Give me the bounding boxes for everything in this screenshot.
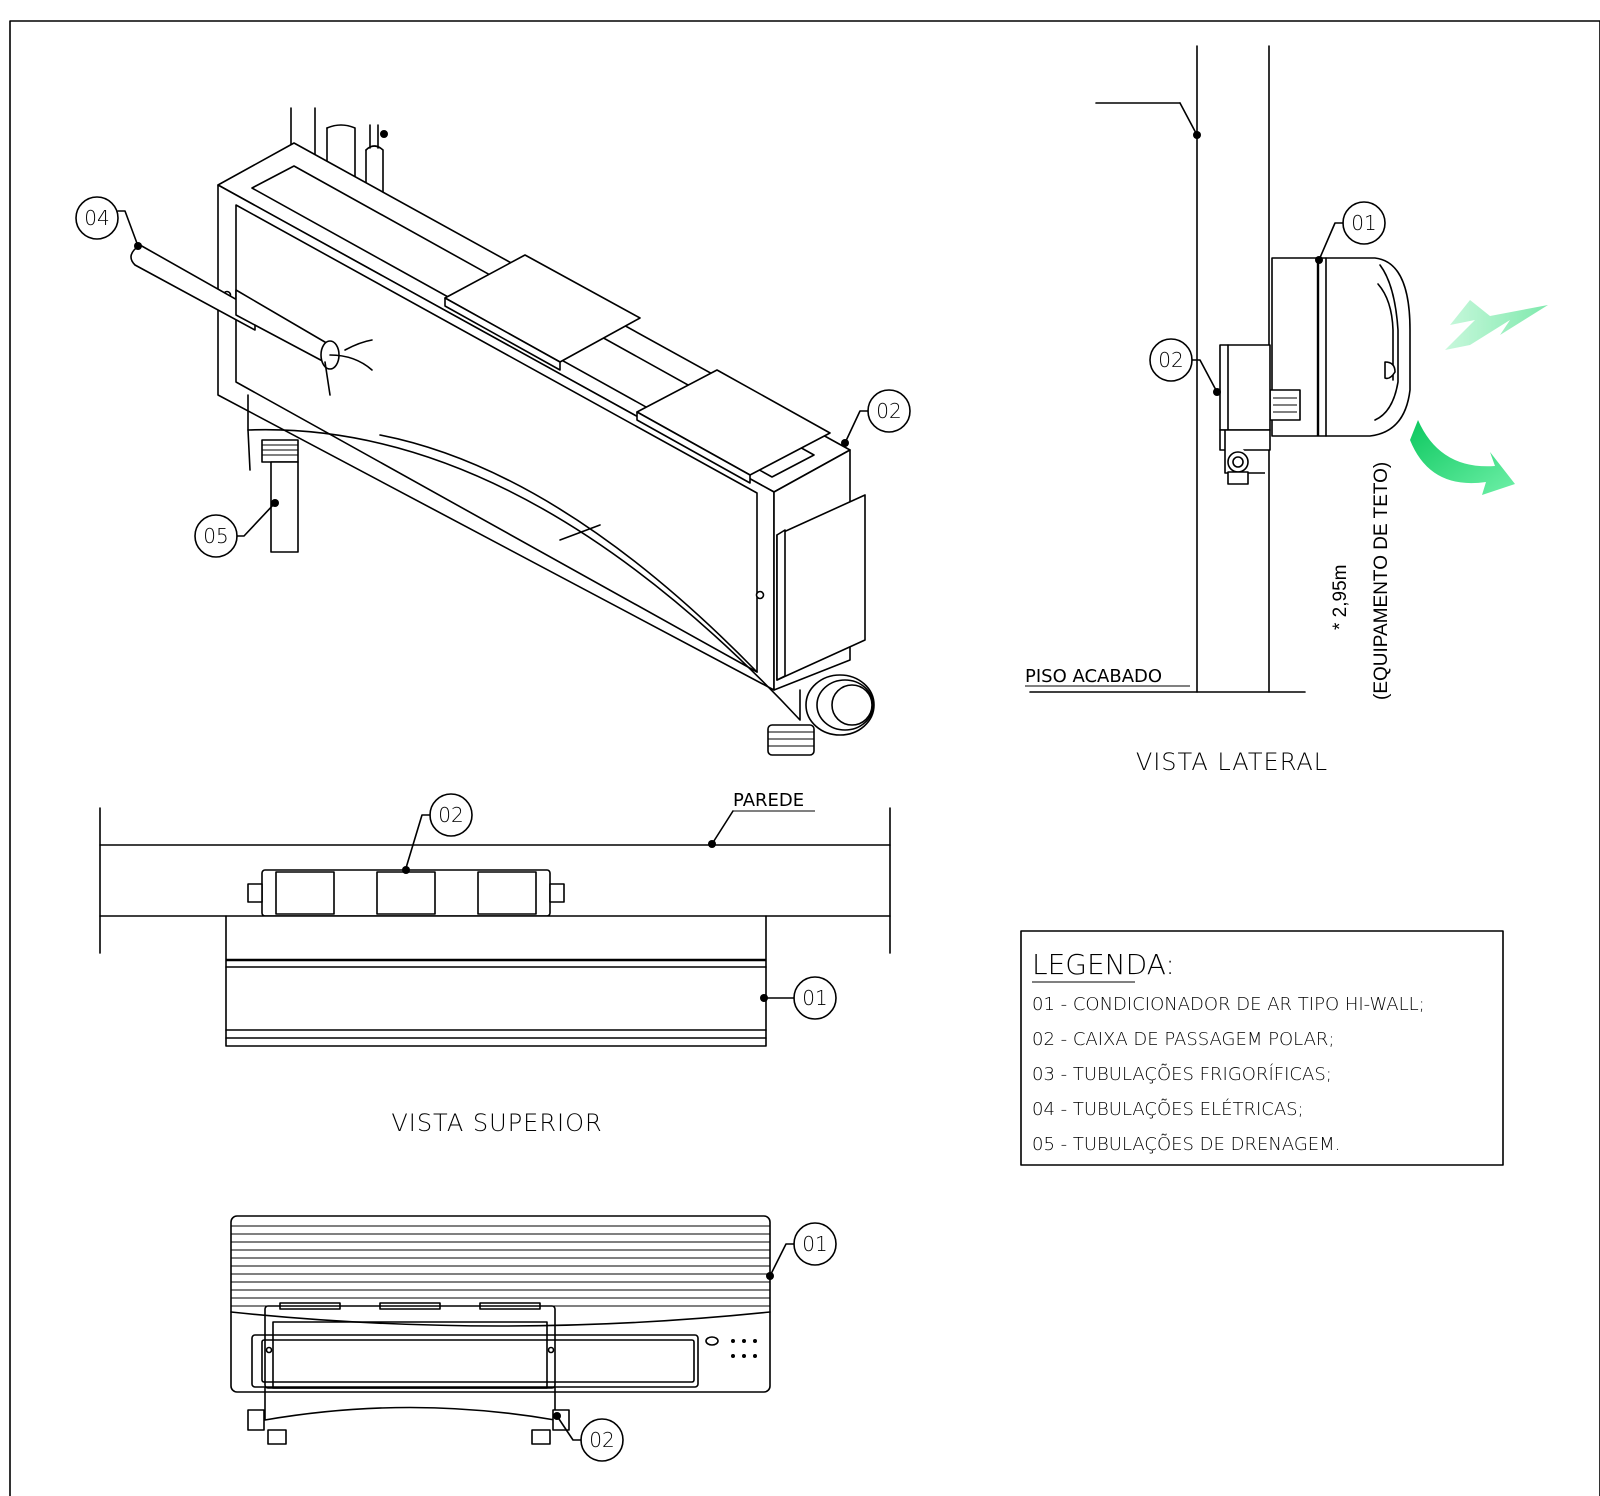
side-view-title: VISTA LATERAL — [1136, 748, 1328, 776]
floor-label: PISO ACABADO — [1025, 666, 1162, 687]
tag-05-isometric: 05 — [194, 499, 279, 558]
tag-02-side: 02 — [1149, 338, 1221, 396]
tag-02-label-front: 02 — [589, 1428, 614, 1452]
tag-04-isometric: 04 — [75, 196, 142, 250]
sheet-border — [9, 20, 1600, 1496]
height-note: (EQUIPAMENTO DE TETO) — [1371, 462, 1392, 700]
front-view: 01 02 — [230, 1215, 837, 1462]
top-view-title: VISTA SUPERIOR — [391, 1109, 602, 1137]
tag-01-label-top: 01 — [802, 986, 827, 1010]
legend-title: LEGENDA: — [1032, 948, 1175, 981]
height-label: * 2,95m — [1330, 565, 1351, 630]
front-grille-lines — [231, 1225, 770, 1307]
airflow-out-arrow — [1410, 420, 1515, 495]
tag-01-top: 01 — [760, 976, 837, 1020]
airflow-in-arrow — [1445, 300, 1548, 350]
legend-item-05: 05 - TUBULAÇÕES DE DRENAGEM. — [1032, 1133, 1340, 1155]
top-view: PAREDE 02 01 VISTA SUPERIOR — [99, 790, 891, 1137]
tag-02-front: 02 — [553, 1412, 624, 1462]
tag-02-top: 02 — [405, 793, 473, 869]
legend-item-04: 04 - TUBULAÇÕES ELÉTRICAS; — [1032, 1098, 1304, 1120]
junction-box-iso — [130, 142, 875, 756]
wall-label: PAREDE — [733, 790, 804, 811]
tag-02-label-top: 02 — [438, 803, 463, 827]
tag-01-label-side: 01 — [1351, 211, 1376, 235]
legend: LEGENDA: 01 - CONDICIONADOR DE AR TIPO H… — [1020, 930, 1504, 1166]
tag-01-label-front: 01 — [802, 1232, 827, 1256]
legend-item-03: 03 - TUBULAÇÕES FRIGORÍFICAS; — [1032, 1063, 1332, 1085]
tag-01-front: 01 — [766, 1222, 837, 1280]
side-view: PISO ACABADO 01 — [1025, 45, 1548, 776]
tag-02-label-iso: 02 — [876, 399, 901, 423]
tag-02-label-side: 02 — [1158, 348, 1183, 372]
indicator-dots — [705, 1336, 757, 1358]
tag-01-side: 01 — [1315, 201, 1386, 264]
isometric-view: 04 05 02 — [75, 107, 911, 756]
legend-item-01: 01 - CONDICIONADOR DE AR TIPO HI-WALL; — [1032, 994, 1425, 1015]
legend-item-02: 02 - CAIXA DE PASSAGEM POLAR; — [1032, 1029, 1334, 1050]
hi-wall-unit-side — [1219, 257, 1411, 485]
tag-02-isometric: 02 — [841, 389, 911, 447]
tag-04-label: 04 — [84, 206, 109, 230]
tag-05-label: 05 — [203, 524, 228, 548]
